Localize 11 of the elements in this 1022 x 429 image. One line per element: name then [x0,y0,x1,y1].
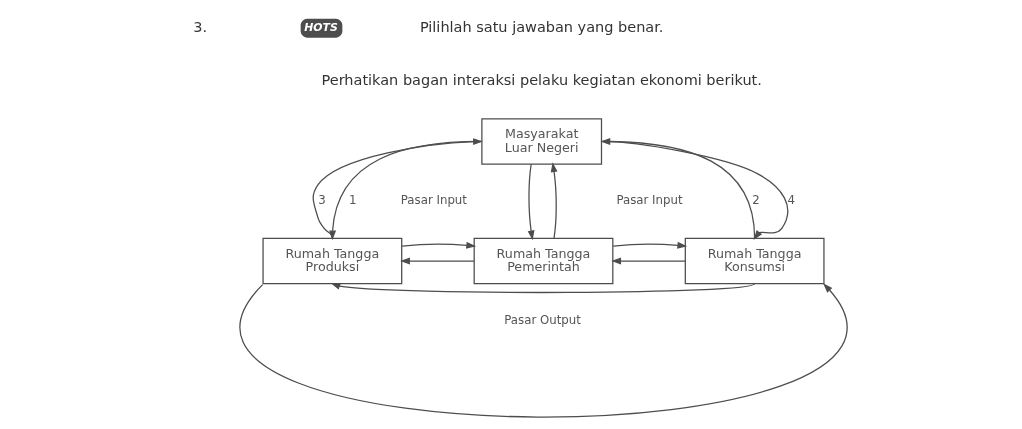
edge-label: 2 [751,193,760,208]
label: Pasar Output [503,312,581,327]
label: Pasar Input [615,193,683,208]
edge-label: 4 [787,193,795,208]
label: HOTS [303,20,338,34]
edge-label: 3 [317,193,326,208]
edge-label: 1 [348,193,357,208]
label: Pasar Input [400,193,467,208]
label: Pilihlah satu jawaban yang benar. [419,18,663,35]
label: 3. [192,18,207,35]
label: Perhatikan bagan interaksi pelaku kegiatan ekonomi berikut. [321,72,762,89]
